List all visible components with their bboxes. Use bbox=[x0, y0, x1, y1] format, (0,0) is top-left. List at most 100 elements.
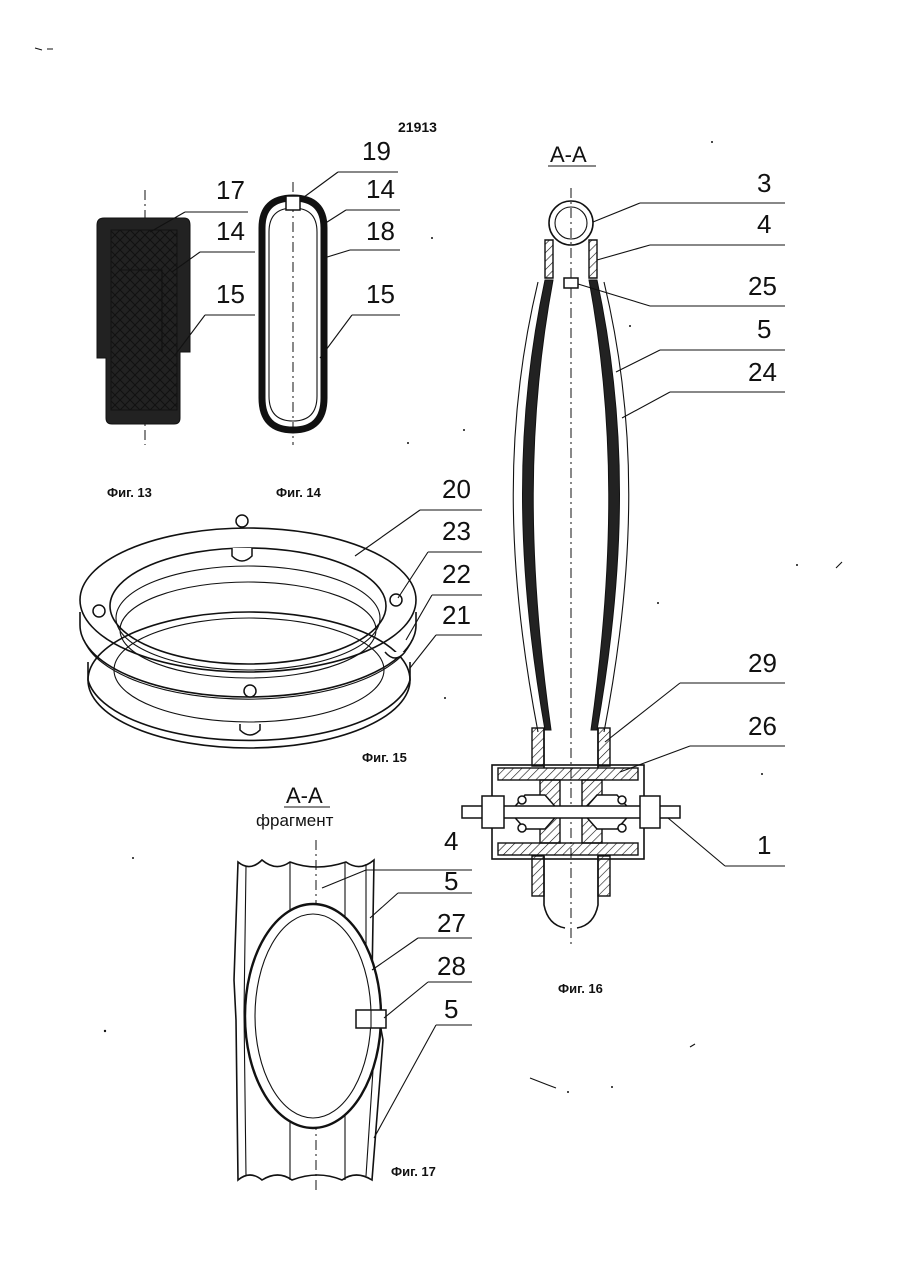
fig16-caption: Фиг. 16 bbox=[558, 981, 603, 996]
fig16-leader-26 bbox=[620, 746, 690, 772]
fig15-callout-22: 22 bbox=[442, 559, 471, 589]
fig17-leader-28 bbox=[384, 982, 428, 1018]
fig14-leader-19 bbox=[300, 172, 338, 200]
speck bbox=[657, 602, 659, 604]
fig14-callout-14: 14 bbox=[366, 174, 395, 204]
fig15-callout-23: 23 bbox=[442, 516, 471, 546]
fig17-callout-5b: 5 bbox=[444, 994, 458, 1024]
speck bbox=[132, 857, 134, 859]
fig16-body-right-wall bbox=[589, 280, 620, 730]
figure-15: 20 23 22 21 Фиг. 15 bbox=[80, 474, 482, 765]
fig17-section-label: А-А bbox=[286, 783, 323, 808]
fig16-valve-25 bbox=[564, 278, 578, 288]
fig15-middle-band bbox=[80, 612, 416, 697]
fig16-leader-1 bbox=[668, 818, 725, 866]
figure-14: 19 14 18 15 Фиг. 14 bbox=[262, 136, 400, 500]
fig17-leader-4 bbox=[322, 870, 366, 888]
fig16-leader-29 bbox=[605, 683, 680, 742]
speck bbox=[431, 237, 433, 239]
fig14-caption: Фиг. 14 bbox=[276, 485, 322, 500]
fig15-stud-bottom bbox=[240, 724, 260, 735]
fig16-holder-4-right bbox=[589, 240, 597, 278]
figure-13: 17 14 15 Фиг. 13 bbox=[97, 175, 255, 500]
fig13-caption: Фиг. 13 bbox=[107, 485, 152, 500]
fig14-callout-19: 19 bbox=[362, 136, 391, 166]
fig15-callout-20: 20 bbox=[442, 474, 471, 504]
fig16-leader-5 bbox=[616, 350, 660, 372]
fig16-axle-nut-right bbox=[640, 796, 660, 828]
fig15-caption: Фиг. 15 bbox=[362, 750, 407, 765]
fig15-hole-left bbox=[93, 605, 105, 617]
fig17-section-sublabel: фрагмент bbox=[256, 811, 334, 830]
fig16-leader-25 bbox=[578, 284, 650, 306]
fig13-mesh-core bbox=[111, 230, 177, 410]
fig16-lower-sleeve-right bbox=[598, 856, 610, 896]
fig16-callout-25: 25 bbox=[748, 271, 777, 301]
speck bbox=[629, 325, 631, 327]
fig16-callout-1: 1 bbox=[757, 830, 771, 860]
fig15-hole-top bbox=[236, 515, 248, 527]
fig15-stud-top bbox=[232, 548, 252, 561]
speck bbox=[796, 564, 798, 566]
fig16-callout-4: 4 bbox=[757, 209, 771, 239]
figure-17: А-А фрагмент 4 5 27 28 5 Фиг. 17 bbox=[234, 783, 472, 1192]
speck bbox=[444, 697, 446, 699]
speck bbox=[711, 141, 713, 143]
fig16-axle-nut-left bbox=[482, 796, 504, 828]
fig15-stud-right bbox=[385, 652, 405, 658]
fig16-ball-3 bbox=[618, 796, 626, 804]
fig16-callout-5: 5 bbox=[757, 314, 771, 344]
fig17-leader-5a bbox=[370, 893, 398, 918]
fig15-leader-20 bbox=[355, 510, 420, 556]
fig16-hub-26-top bbox=[498, 768, 638, 780]
fig14-leader-18 bbox=[324, 250, 350, 258]
figure-16: А-А bbox=[462, 142, 785, 996]
fig16-callout-26: 26 bbox=[748, 711, 777, 741]
speck-top-left bbox=[35, 48, 53, 50]
fig17-leader-27 bbox=[372, 938, 418, 970]
speck bbox=[836, 562, 842, 568]
fig14-callout-18: 18 bbox=[366, 216, 395, 246]
fig14-leader-14 bbox=[324, 210, 346, 224]
fig13-callout-14: 14 bbox=[216, 216, 245, 246]
page-number: 21913 bbox=[398, 119, 437, 135]
speck bbox=[611, 1086, 613, 1088]
speck bbox=[690, 1044, 695, 1047]
fig15-leader-21 bbox=[410, 635, 436, 668]
fig14-outer-shell bbox=[262, 198, 324, 430]
speck bbox=[530, 1078, 556, 1088]
speck bbox=[104, 1030, 106, 1032]
fig15-leader-23 bbox=[398, 552, 428, 598]
fig16-leader-4 bbox=[597, 245, 650, 260]
fig13-callout-17: 17 bbox=[216, 175, 245, 205]
fig16-section-label: А-А bbox=[550, 142, 587, 167]
fig15-top-ring-inner bbox=[110, 548, 386, 664]
fig16-ball-2 bbox=[518, 824, 526, 832]
fig16-body-left-wall bbox=[523, 280, 554, 730]
fig16-lower-sleeve-left bbox=[532, 856, 544, 896]
fig15-hole-bottom bbox=[244, 685, 256, 697]
fig16-ball-1 bbox=[518, 796, 526, 804]
fig17-callout-5a: 5 bbox=[444, 866, 458, 896]
fig14-valve-19 bbox=[286, 196, 300, 210]
speck bbox=[567, 1091, 569, 1093]
fig17-callout-4: 4 bbox=[444, 826, 458, 856]
fig13-callout-15: 15 bbox=[216, 279, 245, 309]
fig16-callout-3: 3 bbox=[757, 168, 771, 198]
fig16-holder-4-left bbox=[545, 240, 553, 278]
speck bbox=[463, 429, 465, 431]
fig16-callout-29: 29 bbox=[748, 648, 777, 678]
speck bbox=[761, 773, 763, 775]
fig16-ball-4 bbox=[618, 824, 626, 832]
fig15-callout-21: 21 bbox=[442, 600, 471, 630]
fig17-callout-27: 27 bbox=[437, 908, 466, 938]
fig16-hub-26-bottom bbox=[498, 843, 638, 855]
fig16-sleeve-29-right bbox=[598, 728, 610, 766]
fig15-hole-right bbox=[390, 594, 402, 606]
fig16-leader-3 bbox=[593, 203, 640, 222]
fig15-leader-22 bbox=[406, 595, 432, 640]
fig16-sleeve-29-left bbox=[532, 728, 544, 766]
fig14-callout-15: 15 bbox=[366, 279, 395, 309]
fig16-leader-24 bbox=[622, 392, 670, 418]
